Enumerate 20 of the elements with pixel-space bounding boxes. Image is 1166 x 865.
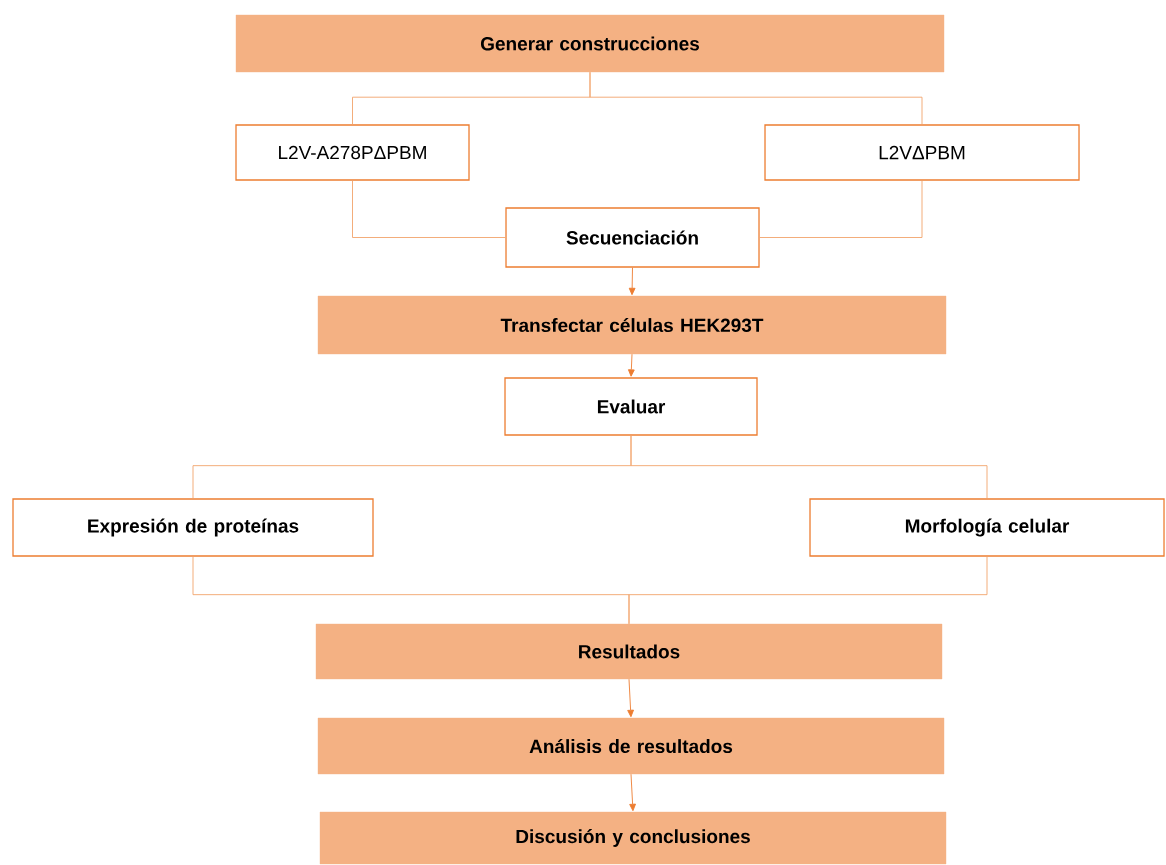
arrow — [627, 678, 634, 718]
connector-line — [628, 556, 988, 625]
arrow — [629, 773, 636, 812]
arrow — [628, 267, 636, 296]
step-banner: Discusión y conclusiones — [319, 811, 947, 865]
connector-line — [630, 435, 988, 499]
step-banner: Generar construcciones — [235, 14, 945, 73]
process-box: Evaluar — [504, 377, 758, 436]
process-box: Expresión de proteínas — [12, 498, 374, 557]
process-box: L2V-A278PΔPBM — [235, 124, 470, 181]
step-banner: Resultados — [315, 623, 943, 680]
process-box: Morfología celular — [809, 498, 1165, 557]
step-banner: Transfectar células HEK293T — [317, 295, 947, 355]
process-box: L2VΔPBM — [764, 124, 1080, 181]
step-banner: Análisis de resultados — [317, 717, 945, 775]
connector-line — [759, 180, 923, 238]
connector-line — [352, 180, 506, 238]
arrow — [627, 353, 635, 377]
process-box: Secuenciación — [505, 207, 760, 268]
connector-line — [589, 71, 923, 125]
